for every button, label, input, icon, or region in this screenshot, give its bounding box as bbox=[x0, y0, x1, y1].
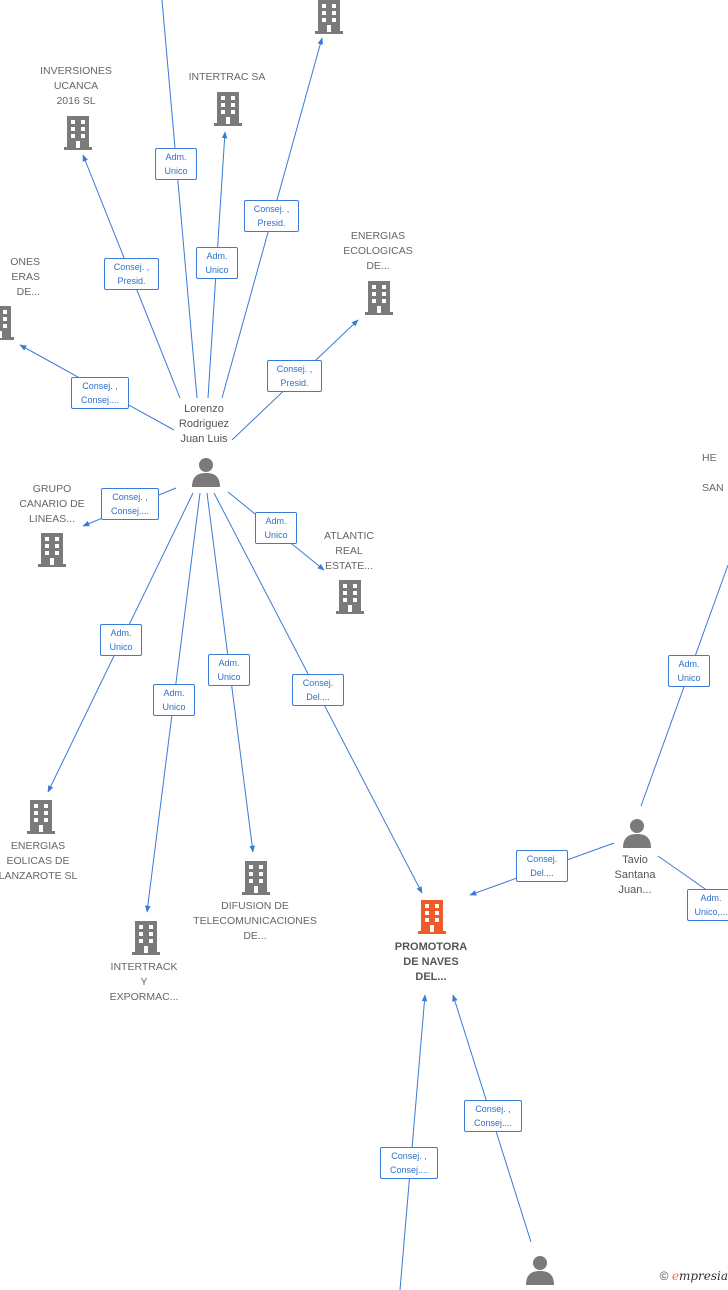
company-label[interactable]: ENERGIAS EOLICAS DE LANZAROTE SL bbox=[0, 840, 78, 882]
edge-label[interactable]: Adm. Unico bbox=[100, 624, 142, 656]
edge-label[interactable]: Consej. , Consej.... bbox=[464, 1100, 522, 1132]
person-icon[interactable] bbox=[192, 458, 220, 487]
edge-label[interactable]: Adm. Unico bbox=[196, 247, 238, 279]
edge-label[interactable]: Adm. Unico,... bbox=[687, 889, 728, 921]
edge-label[interactable]: Consej. Del.... bbox=[516, 850, 568, 882]
brand-name: mpresia bbox=[678, 1269, 728, 1283]
edge-label[interactable]: Consej. , Presid. bbox=[244, 200, 299, 232]
edge-label[interactable]: Adm. Unico bbox=[255, 512, 297, 544]
edge-label[interactable]: Consej. , Consej.... bbox=[380, 1147, 438, 1179]
building-icon[interactable] bbox=[242, 861, 270, 895]
building-icon[interactable] bbox=[27, 800, 55, 834]
building-icon[interactable] bbox=[315, 0, 343, 34]
company-label[interactable]: INVERSIONES UCANCA 2016 SL bbox=[40, 65, 112, 107]
company-label[interactable]: GRUPO CANARIO DE LINEAS... bbox=[19, 483, 85, 525]
edge-label[interactable]: Consej. , Presid. bbox=[104, 258, 159, 290]
building-icon[interactable] bbox=[214, 92, 242, 126]
person-label[interactable]: Lorenzo Rodriguez Juan Luis bbox=[178, 403, 230, 445]
edge-label[interactable]: Consej. , Consej.... bbox=[71, 377, 129, 409]
person-icon[interactable] bbox=[623, 819, 651, 848]
building-icon[interactable] bbox=[0, 306, 14, 340]
edge-label[interactable]: Consej. Del.... bbox=[292, 674, 344, 706]
person-label[interactable]: Tavio Santana Juan... bbox=[614, 854, 656, 896]
edge-line bbox=[399, 994, 428, 1290]
edge-label[interactable]: Consej. , Consej.... bbox=[101, 488, 159, 520]
building-icon[interactable] bbox=[365, 281, 393, 315]
building-icon[interactable] bbox=[336, 580, 364, 614]
company-label[interactable]: ENERGIAS ECOLOGICAS DE... bbox=[343, 230, 413, 272]
edge-label[interactable]: Adm. Unico bbox=[208, 654, 250, 686]
main-company-label[interactable]: PROMOTORA DE NAVES DEL... bbox=[394, 941, 468, 983]
edge-label[interactable]: Adm. Unico bbox=[153, 684, 195, 716]
company-label[interactable]: INTERTRACK Y EXPORMAC... bbox=[109, 961, 179, 1003]
main-building-icon[interactable] bbox=[418, 900, 446, 934]
edge-label[interactable]: Consej. , Presid. bbox=[267, 360, 322, 392]
company-label[interactable]: DIFUSION DE TELECOMUNICACIONES DE... bbox=[193, 900, 317, 942]
company-label[interactable]: ATLANTIC REAL ESTATE... bbox=[324, 530, 374, 572]
edge-label[interactable]: Adm. Unico bbox=[668, 655, 710, 687]
building-icon[interactable] bbox=[38, 533, 66, 567]
edge-label[interactable]: Adm. Unico bbox=[155, 148, 197, 180]
building-icon[interactable] bbox=[132, 921, 160, 955]
company-label[interactable]: HE SAN bbox=[702, 452, 724, 494]
empresia-logo: © empresia bbox=[660, 1269, 728, 1283]
edge-line bbox=[161, 0, 198, 399]
copyright-symbol: © bbox=[659, 1269, 669, 1283]
company-label[interactable]: INTERTRAC SA bbox=[188, 71, 266, 83]
person-icon[interactable] bbox=[526, 1256, 554, 1285]
company-label[interactable]: ONES ERAS DE... bbox=[10, 256, 40, 298]
brand-initial: e bbox=[671, 1269, 679, 1283]
building-icon[interactable] bbox=[64, 116, 92, 150]
